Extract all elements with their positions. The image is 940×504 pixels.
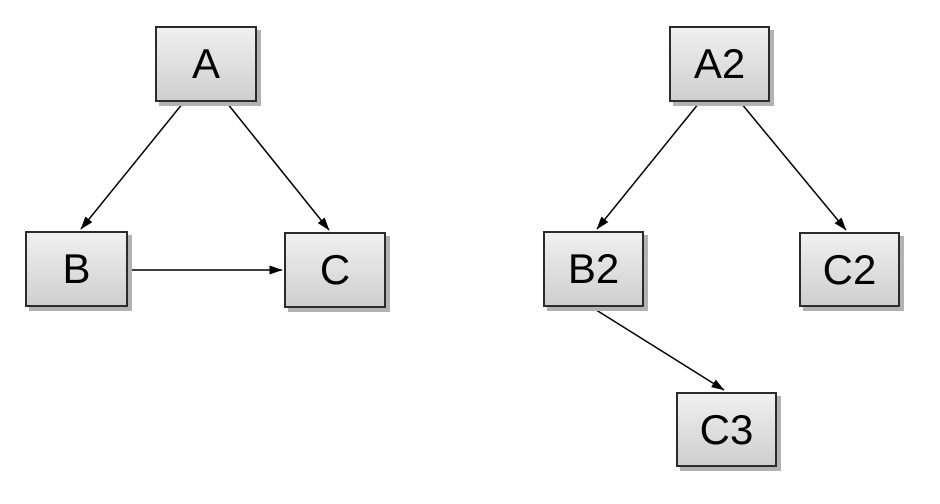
edge-B2-C3[interactable] — [592, 307, 725, 391]
node-label: C — [319, 246, 351, 293]
edge-A2-C2[interactable] — [740, 102, 847, 231]
node-C2[interactable]: C2 — [799, 232, 900, 307]
node-label: A — [191, 40, 220, 87]
node-label: B2 — [567, 245, 620, 292]
left-graph-edges — [80, 102, 330, 275]
node-label: B — [62, 245, 91, 292]
node-label: C2 — [822, 245, 877, 293]
edge-A-C[interactable] — [226, 102, 330, 231]
right-graph-edges — [592, 102, 847, 391]
node-A[interactable]: A — [155, 26, 257, 102]
node-label: C3 — [699, 405, 754, 453]
node-A2[interactable]: A2 — [669, 26, 770, 102]
node-B[interactable]: B — [25, 231, 128, 307]
edge-A2-B2[interactable] — [596, 102, 700, 230]
node-C3[interactable]: C3 — [676, 392, 777, 467]
node-label: A2 — [693, 40, 746, 87]
node-C[interactable]: C — [284, 232, 386, 308]
edge-A-B[interactable] — [80, 102, 184, 230]
node-B2[interactable]: B2 — [543, 231, 644, 307]
